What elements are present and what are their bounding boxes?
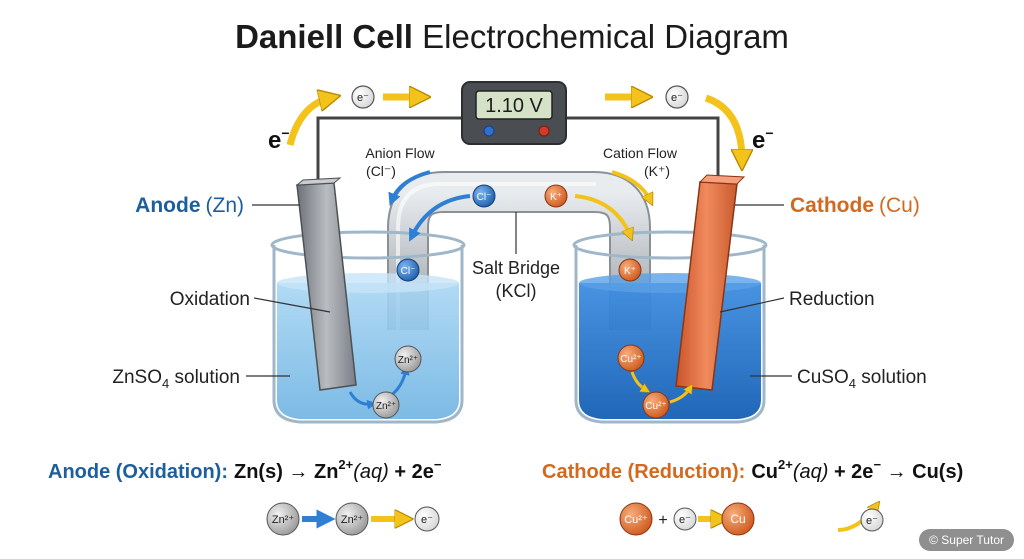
cathode-label: Cathode(Cu) (790, 194, 920, 217)
svg-text:K⁺: K⁺ (550, 192, 562, 203)
electron-swoosh-badge: e⁻ (860, 508, 884, 532)
svg-text:Cl⁻: Cl⁻ (401, 266, 416, 277)
svg-text:e⁻: e⁻ (679, 514, 691, 526)
anion-flow-ion: (Cl⁻) (366, 163, 396, 179)
svg-text:e⁻: e⁻ (421, 514, 433, 526)
anion-flow-arrow (388, 170, 431, 206)
cu-ion-arrow-2 (669, 388, 690, 404)
svg-text:Cl⁻: Cl⁻ (477, 192, 492, 203)
salt-bridge (387, 171, 651, 330)
salt-bridge-formula: (KCl) (496, 281, 537, 301)
anode-label: Anode(Zn) (135, 194, 244, 217)
copper-electrode (675, 174, 746, 391)
cu-metal-atom: Cu (721, 502, 755, 536)
svg-text:e⁻: e⁻ (671, 92, 683, 104)
znso4-label: ZnSO4 solution (112, 367, 240, 391)
cation-flow-arrow (611, 170, 650, 200)
svg-text:e⁻: e⁻ (357, 92, 369, 104)
zn-ion-solution-1: Zn²⁺ (372, 391, 400, 419)
svg-text:Zn²⁺: Zn²⁺ (376, 401, 396, 412)
cl-ion-bridge: Cl⁻ (472, 184, 496, 208)
electron-arrow-left-up (286, 98, 330, 146)
svg-text:Zn²⁺: Zn²⁺ (272, 514, 295, 526)
electron-gained: e⁻ (673, 507, 697, 531)
anode-beaker (270, 230, 466, 424)
electron-label-left: e− (268, 125, 290, 154)
page-title: Daniell Cell Electrochemical Diagram (235, 18, 789, 55)
cation-flow-ion: (K⁺) (644, 163, 670, 179)
zn-ion-solution-2: Zn²⁺ (394, 345, 422, 373)
cl-ion-beaker: Cl⁻ (396, 258, 420, 282)
zn-ion-arrow-1 (348, 391, 377, 410)
voltmeter-reading: 1.10 V (485, 95, 543, 117)
cation-flow-title: Cation Flow (603, 145, 678, 161)
watermark: © Super Tutor (919, 529, 1014, 551)
zn-atom-start: Zn²⁺ (266, 502, 300, 536)
cu-ion-arrow-1 (630, 371, 646, 390)
voltmeter: 1.10 V (461, 81, 567, 145)
anion-arrow-bridge (409, 194, 471, 242)
cathode-beaker (572, 230, 768, 424)
electron-badge-right: e⁻ (665, 85, 689, 109)
svg-text:Zn²⁺: Zn²⁺ (398, 355, 418, 366)
cu-ion-solution-1: Cu²⁺ (617, 344, 645, 372)
anode-equation: Anode (Oxidation):Zn(s) → Zn2+(aq) + 2e− (48, 457, 442, 483)
k-ion-beaker: K⁺ (618, 258, 642, 282)
svg-text:K⁺: K⁺ (624, 266, 636, 277)
cuso4-solution (579, 283, 761, 419)
cu-ion-solution-2: Cu²⁺ (642, 391, 670, 419)
electron-arrow-right-down (704, 94, 742, 160)
svg-text:Zn²⁺: Zn²⁺ (341, 514, 364, 526)
electron-released: e⁻ (414, 506, 440, 532)
reduction-label: Reduction (789, 289, 875, 310)
electron-badge-left: e⁻ (351, 85, 375, 109)
cu-ion-start: Cu²⁺ (619, 502, 653, 536)
svg-text:Cu²⁺: Cu²⁺ (645, 401, 666, 412)
anion-flow-title: Anion Flow (365, 145, 435, 161)
voltmeter-negative-terminal (483, 125, 495, 137)
voltmeter-positive-terminal (538, 125, 550, 137)
znso4-solution (277, 283, 459, 419)
svg-text:Cu²⁺: Cu²⁺ (620, 354, 641, 365)
oxidation-label: Oxidation (170, 289, 250, 310)
reduction-leader (719, 297, 785, 313)
svg-text:Cu: Cu (730, 512, 745, 526)
voltmeter-display (475, 90, 553, 120)
plus-sign: + (658, 512, 667, 529)
cathode-equation: Cathode (Reduction):Cu2+(aq) + 2e− → Cu(… (542, 457, 963, 483)
electron-label-right: e− (752, 125, 774, 154)
oxidation-leader (253, 297, 331, 313)
cuso4-label: CuSO4 solution (797, 367, 927, 391)
salt-bridge-title: Salt Bridge (472, 258, 560, 278)
cation-arrow-bridge (574, 194, 630, 235)
svg-text:e⁻: e⁻ (866, 515, 878, 527)
zinc-electrode (295, 177, 357, 391)
zn-ion-end: Zn²⁺ (335, 502, 369, 536)
k-ion-bridge: K⁺ (544, 184, 568, 208)
svg-text:Cu²⁺: Cu²⁺ (624, 514, 648, 526)
